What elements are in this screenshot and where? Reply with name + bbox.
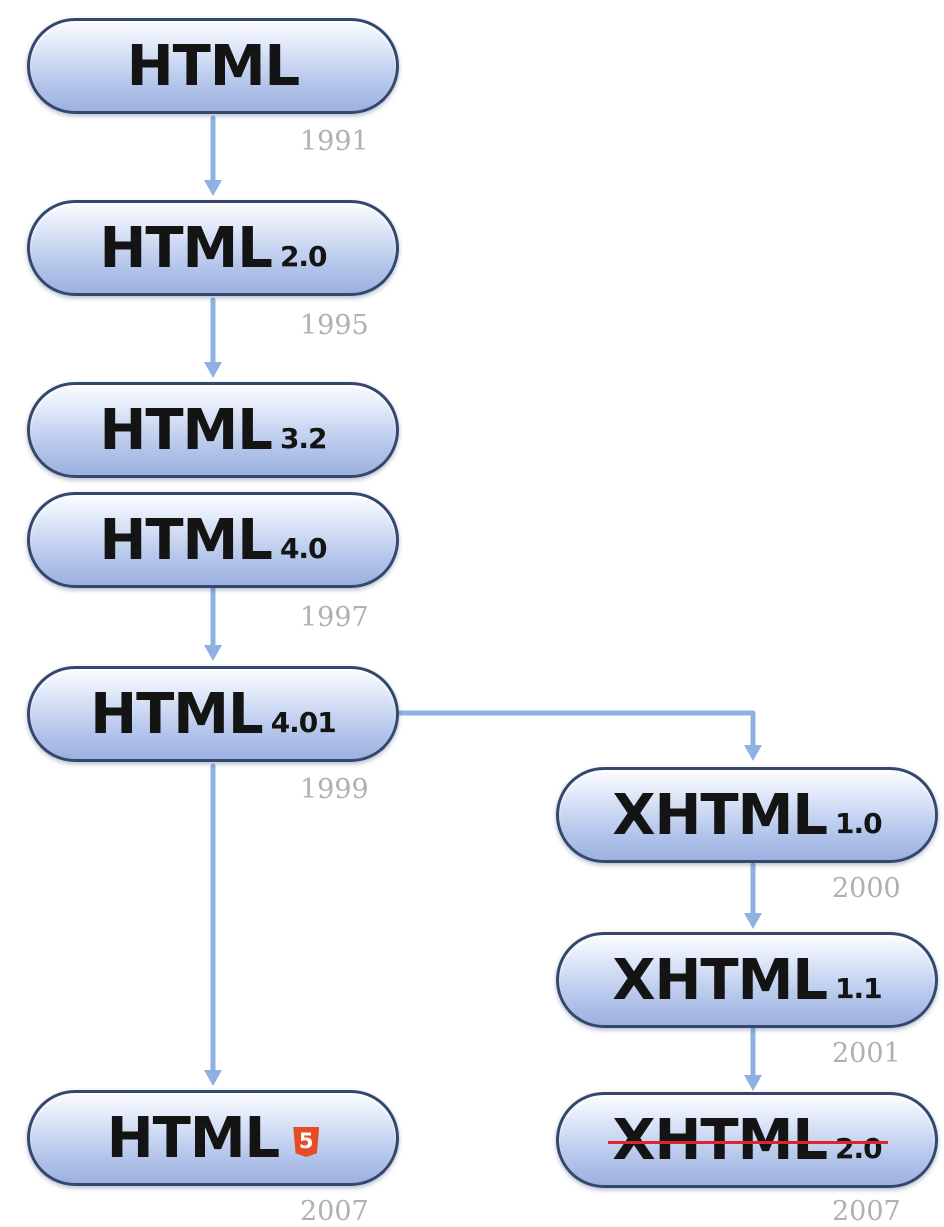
year-label: 1991 <box>300 126 369 157</box>
node-name: HTML <box>99 215 272 281</box>
year-label: 2000 <box>832 873 901 904</box>
year-label: 1999 <box>300 774 369 805</box>
node-name: HTML <box>90 681 263 747</box>
node-name: HTML <box>99 397 272 463</box>
year-label: 1995 <box>300 310 369 341</box>
node-version: 4.01 <box>270 705 337 739</box>
arrowhead <box>744 913 762 929</box>
node-html-3-2: HTML 3.2 <box>27 382 399 478</box>
year-label: 2001 <box>832 1038 901 1069</box>
node-name: HTML <box>126 33 300 99</box>
node-html5: HTML 5 <box>27 1090 399 1186</box>
year-label: 2007 <box>300 1196 369 1227</box>
node-html-4-0: HTML 4.0 <box>27 492 399 588</box>
node-name: HTML <box>106 1105 280 1171</box>
arrowhead <box>204 362 222 378</box>
node-xhtml-1-1: XHTML 1.1 <box>556 932 938 1028</box>
html5-badge-number: 5 <box>298 1129 314 1153</box>
arrowhead <box>204 1070 222 1086</box>
year-label: 1997 <box>300 602 369 633</box>
edge-html-4-01-to-xhtml-1-0 <box>397 710 756 748</box>
node-name: HTML <box>99 507 272 573</box>
arrowhead <box>744 745 762 761</box>
node-xhtml-2-0: XHTML 2.0 <box>556 1092 938 1188</box>
node-name: XHTML <box>612 782 828 848</box>
arrowhead <box>744 1075 762 1091</box>
node-html-2-0: HTML 2.0 <box>27 200 399 296</box>
node-version: 2.0 <box>835 1131 883 1165</box>
struck-label: XHTML 2.0 <box>608 1107 888 1173</box>
node-version: 1.0 <box>835 806 883 840</box>
node-name: XHTML <box>612 1107 828 1173</box>
node-name: XHTML <box>612 947 828 1013</box>
html5-logo-icon: 5 <box>293 1127 320 1157</box>
node-xhtml-1-0: XHTML 1.0 <box>556 767 938 863</box>
node-version: 3.2 <box>279 421 328 455</box>
arrowhead <box>204 645 222 661</box>
node-version: 4.0 <box>279 531 328 565</box>
node-html: HTML <box>27 18 399 114</box>
node-version: 2.0 <box>279 239 328 273</box>
year-label: 2007 <box>832 1196 901 1227</box>
node-version: 1.1 <box>835 971 883 1005</box>
arrowhead <box>204 180 222 196</box>
node-html-4-01: HTML 4.01 <box>27 666 399 762</box>
